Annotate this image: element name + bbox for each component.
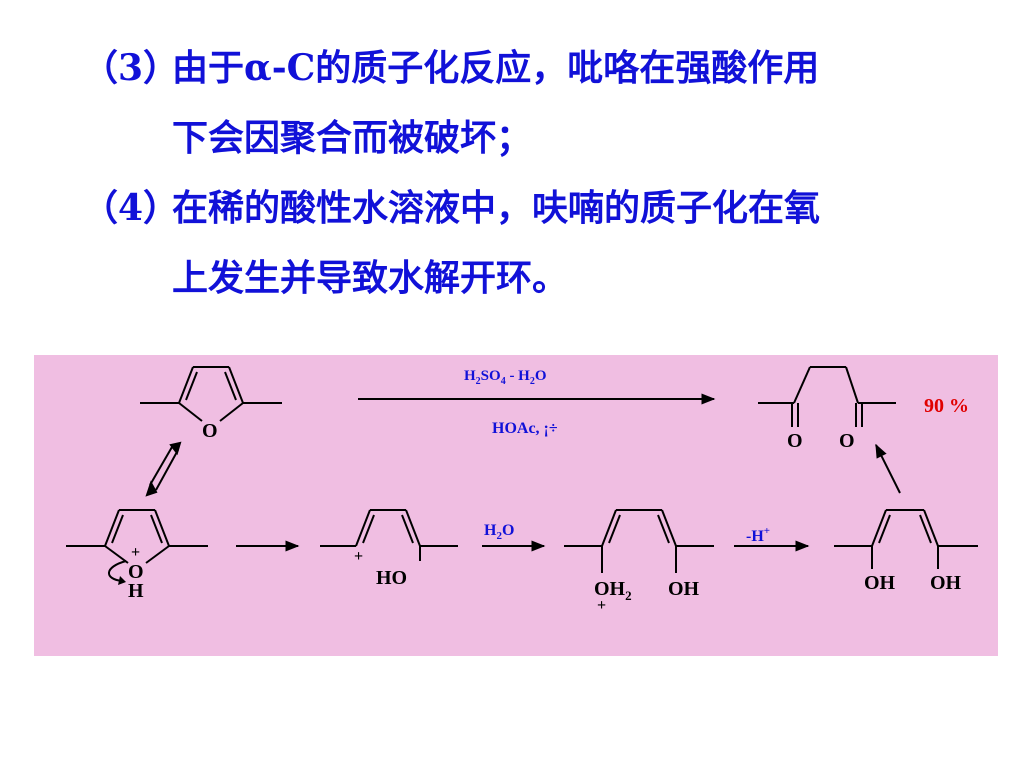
protonated-furan-structure: [66, 509, 208, 582]
electron-push-arrowhead: [118, 576, 126, 585]
oxonium-oh2-label: OH2: [594, 578, 632, 603]
item-number-4: （4）: [82, 187, 180, 229]
reagent-hoac-label: HOAc, ¡÷: [492, 420, 558, 437]
dimethylfuran-structure: [140, 366, 282, 422]
item-text-4b: 上发生并导致水解开环。: [172, 257, 569, 299]
item-text-3b: 下会因聚合而被破坏；: [172, 117, 533, 159]
enediol-structure: [834, 509, 978, 569]
oxonium-plus: +: [131, 544, 140, 561]
tautomerization-arrow: [875, 443, 901, 494]
equilibrium-arrows: [145, 441, 182, 497]
enediol-oh-2: OH: [930, 572, 962, 594]
minus-h-label: -H+: [746, 525, 770, 545]
oxonium-oh2-plus: +: [597, 597, 606, 614]
oxonium-hydrogen: H: [128, 580, 144, 602]
cation-plus: +: [354, 548, 363, 565]
enediol-oh-1: OH: [864, 572, 896, 594]
oxonium-oxygen: O: [128, 561, 144, 583]
reaction-scheme: O H2SO4 - H2O HOAc, ¡÷ O O 90 %: [66, 366, 978, 614]
ketone-oxygen-2: O: [839, 430, 855, 452]
yield-label: 90 %: [924, 395, 969, 417]
item-text-4a: 在稀的酸性水溶液中，呋喃的质子化在氧: [172, 187, 821, 229]
reagent-acid-label: H2SO4 - H2O: [464, 368, 547, 387]
ketone-oxygen-1: O: [787, 430, 803, 452]
hexanedione-structure: [758, 366, 896, 427]
oxonium-intermediate-structure: [564, 509, 714, 573]
reaction-scheme-box: O H2SO4 - H2O HOAc, ¡÷ O O 90 %: [34, 355, 998, 656]
item-text-3a: 由于α-C的质子化反应，吡咯在强酸作用: [172, 47, 820, 89]
water-label: H2O: [484, 522, 514, 542]
ring-opened-cation-structure: [320, 509, 458, 561]
item-number-3: （3）: [82, 47, 180, 89]
cation-hydroxyl: HO: [376, 567, 407, 589]
furan-oxygen-label: O: [202, 420, 218, 442]
intermediate-oh-label: OH: [668, 578, 700, 600]
